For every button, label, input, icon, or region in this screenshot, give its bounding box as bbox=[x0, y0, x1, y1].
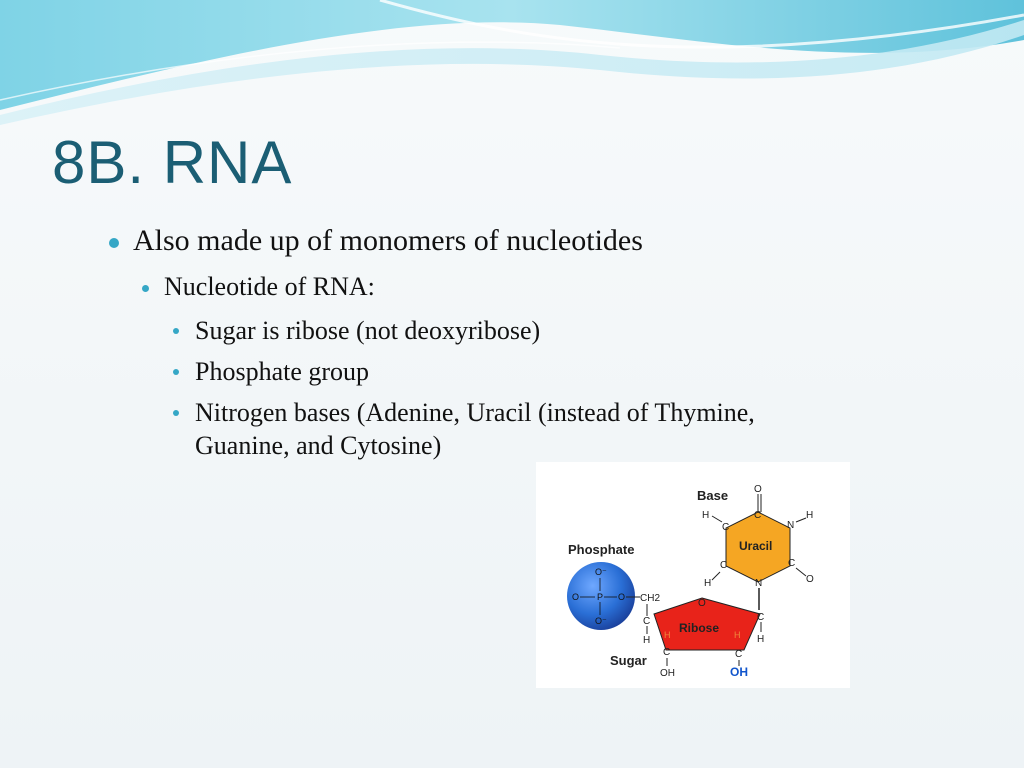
bullet-text: Nitrogen bases (Adenine, Uracil (instead… bbox=[195, 398, 755, 427]
bullet-text-continued: Guanine, and Cytosine) bbox=[195, 431, 442, 460]
ribose-pentagon bbox=[653, 597, 761, 651]
rna-nucleotide-diagram: Base Uracil O C N H C O N C H C H Phosph… bbox=[536, 462, 850, 688]
atom-h-highlight: H bbox=[734, 630, 741, 640]
bullet-dot-icon bbox=[173, 328, 179, 334]
oh-group-highlight: OH bbox=[730, 665, 748, 679]
bond bbox=[795, 517, 807, 523]
nucleotide-structure-svg: Base Uracil O C N H C O N C H C H Phosph… bbox=[567, 484, 814, 679]
ch2-group: CH2 bbox=[640, 593, 660, 604]
bullet-dot-icon bbox=[109, 238, 119, 248]
header-wave-decoration bbox=[0, 0, 1024, 125]
atom-h-highlight: H bbox=[664, 630, 671, 640]
atom-c: C bbox=[722, 522, 729, 533]
atom-n: N bbox=[755, 578, 762, 589]
atom-o-minus: O⁻ bbox=[595, 616, 607, 626]
base-label: Base bbox=[697, 488, 728, 503]
oh-group: OH bbox=[660, 668, 675, 679]
atom-o: O bbox=[806, 574, 814, 585]
bullet-dot-icon bbox=[142, 285, 149, 292]
slide-title: 8B. RNA bbox=[52, 129, 293, 196]
atom-o: O bbox=[572, 592, 579, 602]
atom-c: C bbox=[643, 616, 650, 627]
atom-n: N bbox=[787, 520, 794, 531]
atom-h: H bbox=[643, 635, 650, 646]
bullet-level3: Sugar is ribose (not deoxyribose) bbox=[173, 314, 541, 347]
bullet-level2: Nucleotide of RNA: bbox=[142, 272, 375, 302]
uracil-hexagon bbox=[725, 511, 791, 583]
atom-c: C bbox=[720, 560, 727, 571]
bullet-dot-icon bbox=[173, 410, 179, 416]
atom-p: P bbox=[597, 592, 603, 602]
atom-o: O bbox=[754, 484, 762, 495]
atom-o: O bbox=[698, 598, 706, 609]
atom-c: C bbox=[663, 647, 670, 658]
atom-o: O bbox=[618, 592, 625, 602]
ribose-label: Ribose bbox=[679, 621, 719, 635]
atom-c: C bbox=[754, 510, 761, 521]
bullet-text: Phosphate group bbox=[195, 357, 370, 386]
atom-c: C bbox=[757, 612, 764, 623]
phosphate-sphere bbox=[567, 562, 635, 630]
bullet-level3: Phosphate group bbox=[173, 355, 370, 388]
bullet-text: Sugar is ribose (not deoxyribose) bbox=[195, 316, 541, 345]
bond bbox=[711, 515, 723, 523]
bullet-text: Nucleotide of RNA: bbox=[164, 272, 375, 301]
atom-c: C bbox=[735, 649, 742, 660]
atom-h: H bbox=[704, 578, 711, 589]
atom-h: H bbox=[702, 510, 709, 521]
bond bbox=[795, 567, 807, 577]
phosphate-label: Phosphate bbox=[568, 542, 634, 557]
atom-h: H bbox=[757, 634, 764, 645]
bond bbox=[711, 571, 721, 581]
bullet-dot-icon bbox=[173, 369, 179, 375]
bullet-level1: Also made up of monomers of nucleotides bbox=[109, 224, 643, 258]
sugar-label: Sugar bbox=[610, 653, 647, 668]
atom-c: C bbox=[788, 558, 795, 569]
atom-h: H bbox=[806, 510, 813, 521]
atom-o-minus: O⁻ bbox=[595, 567, 607, 577]
bullet-level3: Nitrogen bases (Adenine, Uracil (instead… bbox=[173, 396, 755, 462]
bullet-text: Also made up of monomers of nucleotides bbox=[133, 224, 643, 257]
uracil-label: Uracil bbox=[739, 539, 772, 553]
